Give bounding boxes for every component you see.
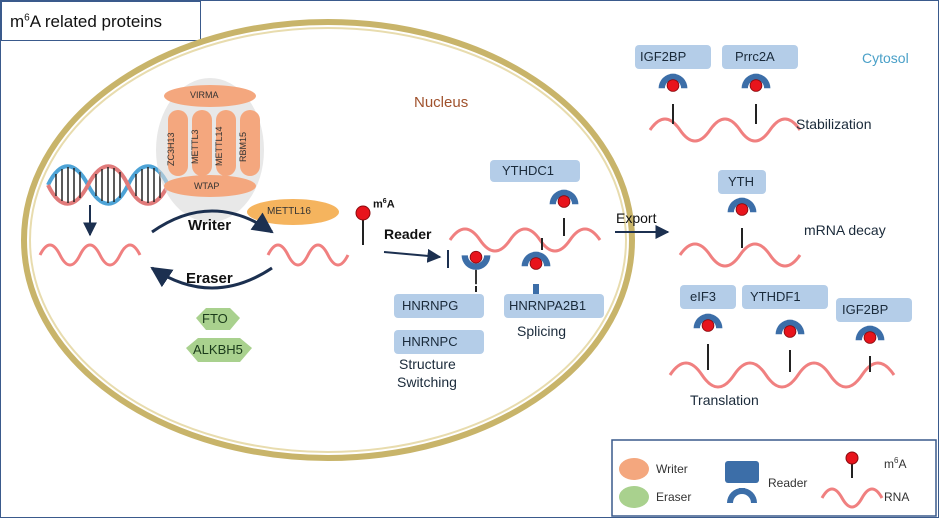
igf2bp-bottom-label: IGF2BP [842,302,889,317]
hnrnpg-box [394,294,484,318]
legend-reader-label: Reader [768,476,808,490]
ythdc1-label: YTHDC1 [502,163,555,178]
legend-rna-icon [820,487,884,509]
legend-m6a-label: m6A [884,456,907,471]
m6a-label: m6A [373,198,395,211]
rna-decay [678,242,802,268]
writer-label: Writer [188,217,232,234]
hnrnpa2b1-label: HNRNPA2B1 [509,298,587,313]
reader-arrow [383,248,442,263]
structure-label: Structure [399,356,456,372]
ythdf1-label: YTHDF1 [750,289,801,304]
decay-label: mRNA decay [804,222,886,238]
splicing-label: Splicing [517,323,567,339]
prrc2a-label: Prrc2A [735,49,775,64]
rna-nuclear-reader [448,227,602,253]
rna-translation [668,361,896,389]
hnrnpg-label: HNRNPG [402,298,459,313]
fto-label: FTO [202,311,228,326]
eraser-label: Eraser [186,270,233,287]
mettl16-label: METTL16 [267,206,311,217]
translation-label: Translation [690,392,759,408]
fto-shape [196,308,240,330]
igf2bp-top-box [635,45,711,69]
rna-modified [266,243,350,267]
legend-m6a-icon [845,451,859,465]
yth-box [718,170,766,194]
title-box: m6A related proteins [1,1,201,41]
legend-writer-swatch [619,458,649,480]
hnrnpa2b1-icon [522,252,551,270]
legend-writer-label: Writer [656,462,688,476]
legend-rna-label: RNA [884,490,910,504]
legend-reader-rect [725,461,759,483]
hnrnpc-label: HNRNPC [402,334,458,349]
rna-stabilization [648,117,802,143]
ythdf1-box [742,285,828,309]
igf2bp-bottom-box [836,298,912,322]
eif3-label: eIF3 [690,289,717,304]
wtap-label: WTAP [194,181,220,191]
ythdc1-icon [550,190,579,208]
writer-complex [156,78,264,222]
eif3-box [680,285,736,309]
dna-helix [46,164,170,206]
ythdc1-box [490,160,580,182]
igf2bp-top-label: IGF2BP [640,49,687,64]
eraser-arrow [150,266,273,290]
legend-box [611,439,937,517]
prrc2a-box [722,45,798,69]
legend-eraser-swatch [619,486,649,508]
legend-reader-cup [727,488,757,503]
export-label: Export [616,210,657,226]
figure-title: m6A related proteins [10,12,163,31]
alkbh5-label: ALKBH5 [193,342,243,357]
hnrnpg-icon [460,250,492,286]
nucleus-membrane-inner [29,27,627,453]
legend-eraser-label: Eraser [656,490,692,504]
virma-label: VIRMA [190,90,219,100]
nucleus-label: Nucleus [414,94,469,111]
cytosol-label: Cytosol [862,50,909,66]
hnrnpc-box [394,330,484,354]
m6a-dot [355,205,371,221]
alkbh5-shape [186,338,252,362]
reader-label: Reader [384,226,432,242]
hnrnpa2b1-box [504,294,604,318]
switching-label: Switching [397,374,457,390]
rna-unmodified [38,243,142,267]
nucleus-membrane [21,19,635,461]
yth-label: YTH [728,174,754,189]
stabilization-label: Stabilization [796,116,872,132]
writer-arrow [151,209,274,234]
